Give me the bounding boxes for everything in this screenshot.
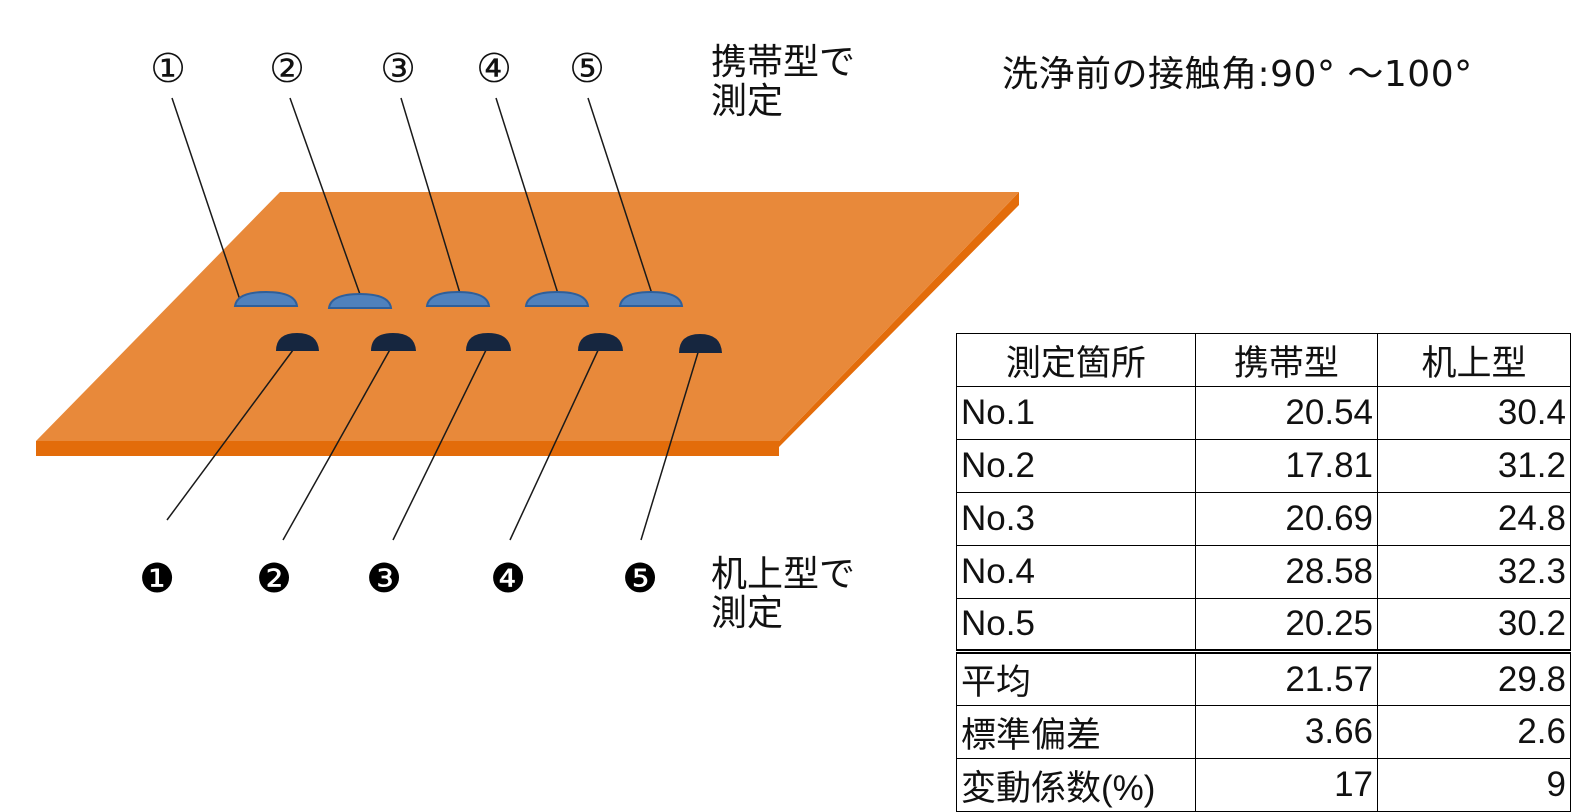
header-desktop: 机上型	[1377, 333, 1571, 387]
leader-lines	[166, 97, 701, 541]
desktop-droplet-2	[371, 333, 416, 351]
portable-value: 20.25	[1194, 598, 1379, 652]
results-table: 測定箇所 携帯型 机上型 No.1 20.54 30.4 No.2 17.81 …	[956, 333, 1571, 812]
desktop-value: 29.8	[1377, 649, 1571, 706]
desktop-measure-label: 机上型で 測定	[711, 554, 856, 634]
row-label: No.3	[956, 492, 1196, 546]
desktop-marker-1: ❶	[139, 556, 175, 602]
desktop-value: 30.4	[1377, 386, 1571, 440]
summary-row-cv: 変動係数(%) 17 9	[956, 758, 1571, 812]
desktop-value: 30.2	[1377, 598, 1571, 652]
portable-droplet-4	[524, 290, 590, 307]
desktop-value: 9	[1377, 758, 1571, 812]
portable-droplets	[233, 290, 684, 309]
desktop-droplets	[276, 333, 722, 353]
desktop-droplet-3	[466, 333, 511, 351]
contact-angle-note: 洗浄前の接触角:90° ～100°	[1002, 54, 1473, 95]
desktop-value: 31.2	[1377, 439, 1571, 493]
row-label: 標準偏差	[956, 705, 1196, 759]
portable-value: 20.69	[1194, 492, 1379, 546]
row-label: 変動係数(%)	[956, 758, 1196, 812]
table-row: No.4 28.58 32.3	[956, 545, 1571, 599]
desktop-label-line-1: 机上型で	[711, 554, 856, 595]
desktop-marker-2: ❷	[256, 556, 292, 602]
desktop-droplet-4	[578, 333, 623, 351]
table-header-row: 測定箇所 携帯型 机上型	[956, 333, 1571, 387]
desktop-label-line-2: 測定	[711, 592, 784, 634]
desktop-marker-4: ❹	[490, 556, 526, 602]
portable-marker-1: ①	[150, 46, 186, 92]
header-location: 測定箇所	[956, 333, 1196, 387]
row-label: No.5	[956, 598, 1196, 652]
desktop-value: 32.3	[1377, 545, 1571, 599]
row-label: 平均	[956, 649, 1196, 706]
table-row: No.5 20.25 30.2	[956, 598, 1571, 652]
portable-droplet-3	[425, 290, 491, 307]
header-portable: 携帯型	[1194, 333, 1379, 387]
portable-measure-label: 携帯型で 測定	[711, 42, 856, 122]
portable-label-line-1: 携帯型で	[711, 42, 856, 83]
plate-front-edge	[36, 441, 779, 456]
desktop-marker-3: ❸	[366, 556, 402, 602]
row-label: No.2	[956, 439, 1196, 493]
table-row: No.2 17.81 31.2	[956, 439, 1571, 493]
table-row: No.1 20.54 30.4	[956, 386, 1571, 440]
desktop-droplet-5	[679, 334, 722, 353]
row-label: No.4	[956, 545, 1196, 599]
portable-value: 17	[1194, 758, 1379, 812]
portable-value: 17.81	[1194, 439, 1379, 493]
portable-value: 28.58	[1194, 545, 1379, 599]
desktop-value: 24.8	[1377, 492, 1571, 546]
portable-droplet-2	[327, 292, 393, 309]
portable-droplet-5	[618, 290, 684, 307]
desktop-value: 2.6	[1377, 705, 1571, 759]
plate	[36, 192, 1019, 441]
portable-marker-5: ⑤	[569, 46, 605, 92]
portable-value: 21.57	[1194, 649, 1379, 706]
portable-value: 20.54	[1194, 386, 1379, 440]
table-row: No.3 20.69 24.8	[956, 492, 1571, 546]
desktop-droplet-1	[276, 333, 319, 351]
portable-value: 3.66	[1194, 705, 1379, 759]
summary-row-mean: 平均 21.57 29.8	[956, 649, 1571, 706]
desktop-marker-5: ❺	[622, 556, 658, 602]
portable-label-line-2: 測定	[711, 80, 784, 122]
portable-marker-3: ③	[380, 46, 416, 92]
portable-marker-2: ②	[269, 46, 305, 92]
portable-marker-4: ④	[476, 46, 512, 92]
summary-row-stddev: 標準偏差 3.66 2.6	[956, 705, 1571, 759]
row-label: No.1	[956, 386, 1196, 440]
portable-droplet-1	[233, 290, 299, 307]
